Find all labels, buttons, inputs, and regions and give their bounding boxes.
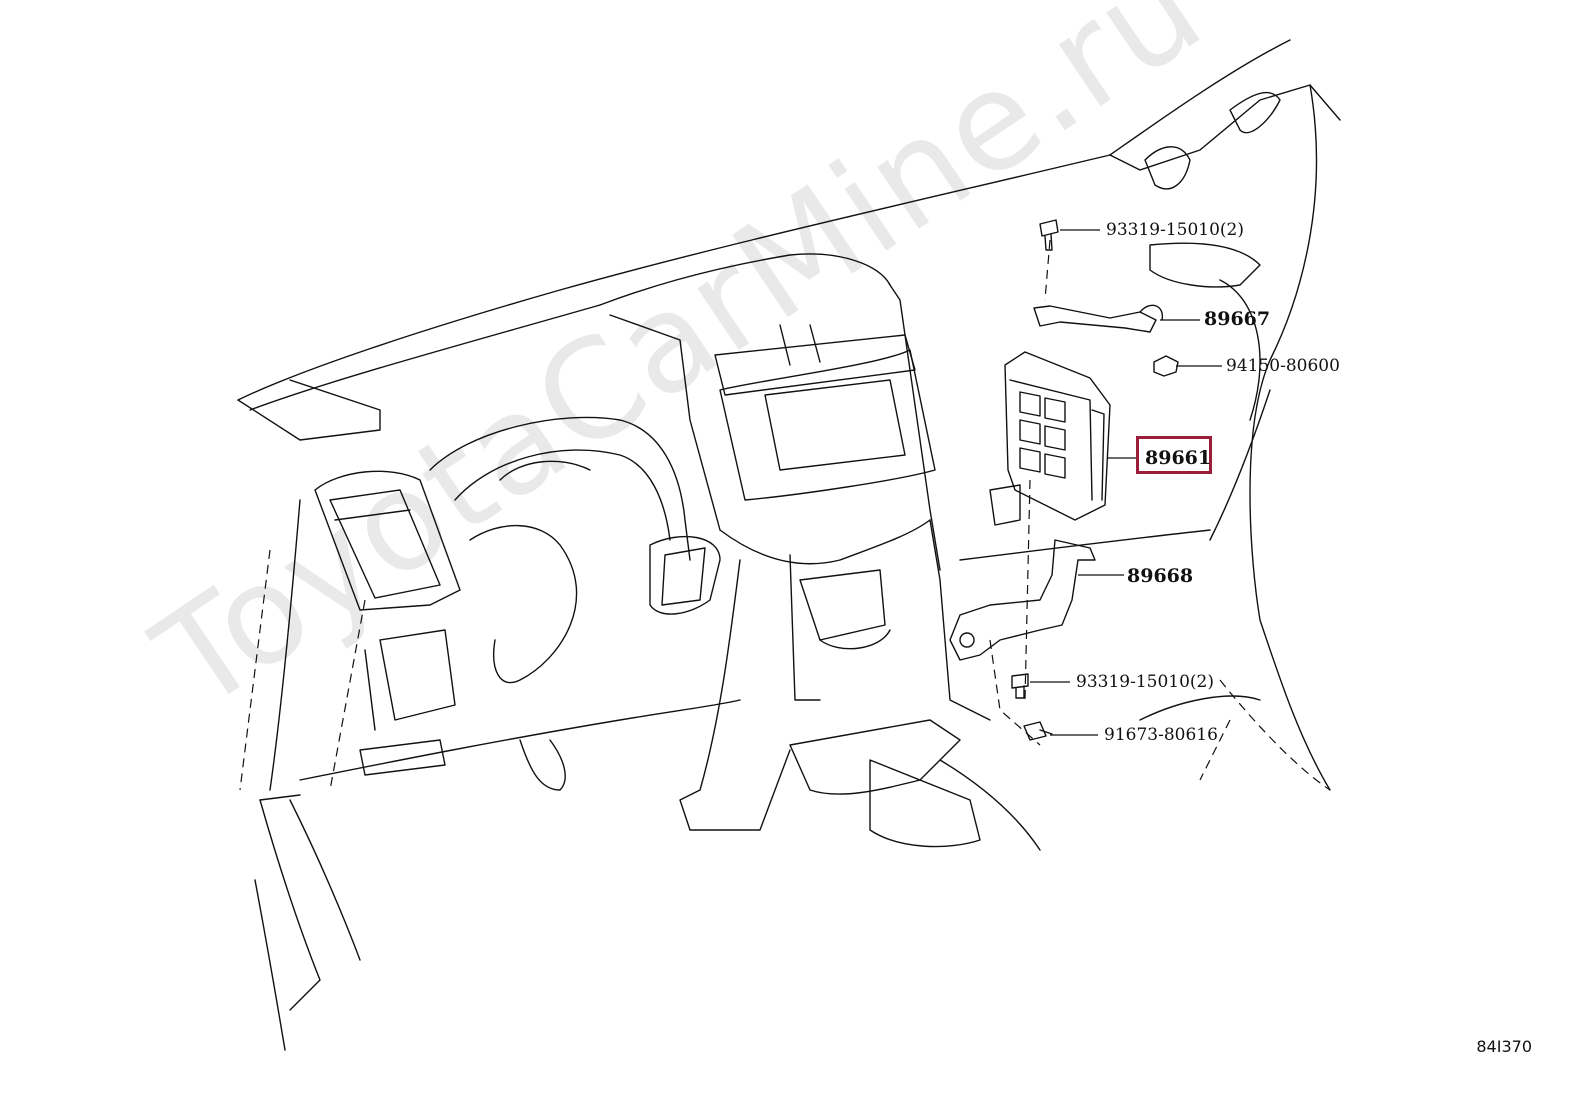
callout-ecu-highlight[interactable]: 89661 xyxy=(1136,436,1212,474)
callout-screw[interactable]: 91673-80616 xyxy=(1104,725,1218,745)
leader-lines xyxy=(1030,229,1222,736)
bolt-bottom-icon xyxy=(1011,673,1029,699)
nut-icon xyxy=(1153,355,1179,377)
bolt-top-icon xyxy=(1039,219,1059,251)
ecu-module-icon xyxy=(1004,351,1111,521)
hidden-lines xyxy=(239,239,1331,791)
bracket-lower-icon xyxy=(949,539,1096,661)
callout-bracket-upper[interactable]: 89667 xyxy=(1204,308,1271,330)
callout-bolt-top[interactable]: 93319-15010(2) xyxy=(1106,220,1244,240)
dashboard-outline xyxy=(237,39,1341,1051)
callout-bracket-lower[interactable]: 89668 xyxy=(1127,565,1194,587)
diagram-code: 84I370 xyxy=(1476,1037,1532,1056)
callout-nut[interactable]: 94150-80600 xyxy=(1226,356,1340,376)
bracket-upper-icon xyxy=(1033,304,1164,333)
screw-icon xyxy=(1023,721,1053,741)
callout-ecu[interactable]: 89661 xyxy=(1145,447,1212,469)
callout-bolt-bottom[interactable]: 93319-15010(2) xyxy=(1076,672,1214,692)
